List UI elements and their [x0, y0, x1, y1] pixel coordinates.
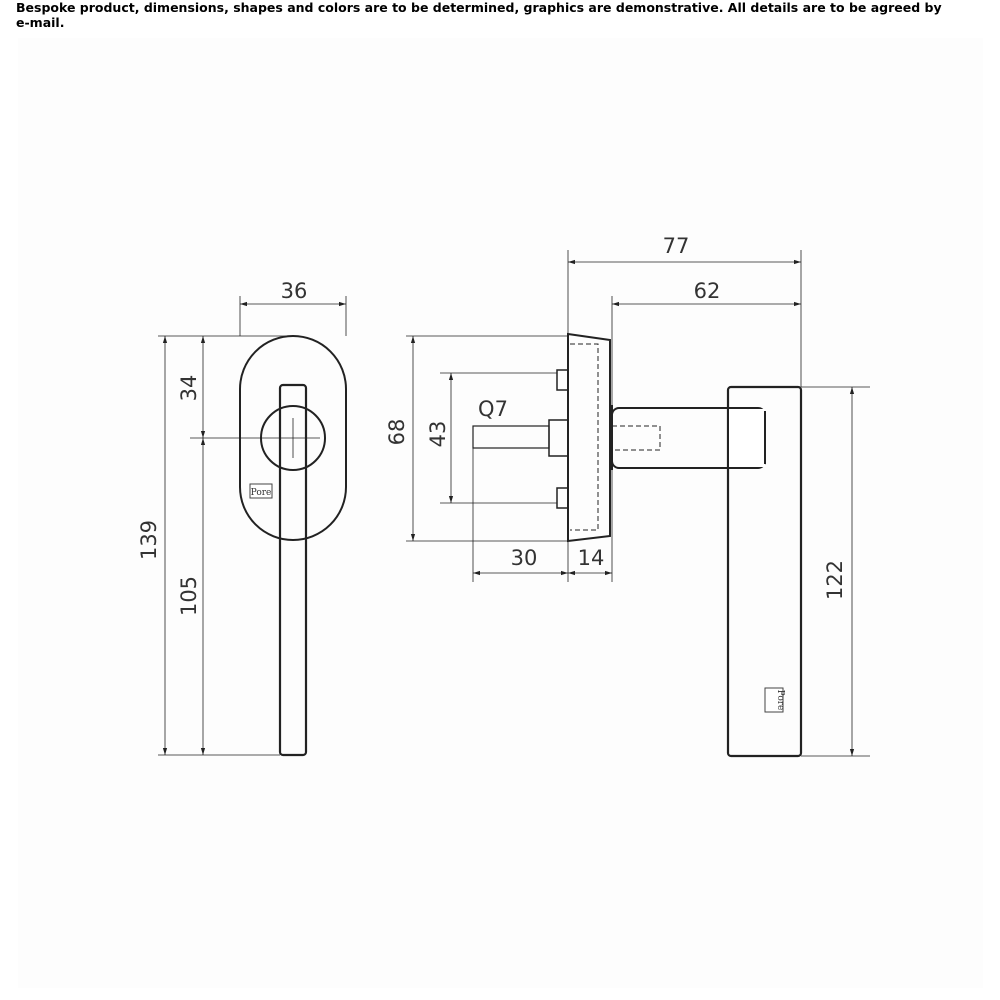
dim-front-upper: 34	[177, 375, 201, 402]
side-view: Q7 Pore 77 62 68 43	[385, 234, 870, 758]
dim-spindle: Q7	[478, 397, 508, 421]
front-logo-text: Pore	[251, 488, 272, 498]
side-logo: Pore	[764, 687, 785, 713]
upper-screw	[556, 369, 569, 391]
dim-front-lower: 105	[177, 576, 201, 616]
disclaimer-note: Bespoke product, dimensions, shapes and …	[16, 0, 942, 30]
drawing-background	[18, 38, 983, 988]
dim-side-total: 77	[663, 234, 690, 258]
dim-spindle-length: 30	[511, 546, 538, 570]
dim-front-width: 36	[281, 279, 308, 303]
dim-screw-spacing: 43	[426, 421, 450, 448]
dim-lever-height: 122	[823, 560, 847, 600]
side-rose-hidden	[570, 343, 599, 531]
side-rose	[567, 332, 611, 543]
side-logo-text: Pore	[775, 690, 785, 711]
dim-rose-height: 68	[385, 419, 409, 446]
side-lever	[726, 385, 803, 758]
lower-screw	[556, 487, 569, 509]
spindle-rod	[472, 425, 550, 449]
front-view: Pore 36 139 34 105	[137, 279, 347, 757]
dim-rose-depth: 14	[578, 546, 605, 570]
dim-side-lever: 62	[694, 279, 721, 303]
spindle-block	[548, 419, 569, 457]
dim-front-total: 139	[137, 520, 161, 560]
front-logo: Pore	[249, 483, 273, 499]
front-lever	[278, 383, 308, 757]
neck-hidden-square	[611, 425, 661, 451]
